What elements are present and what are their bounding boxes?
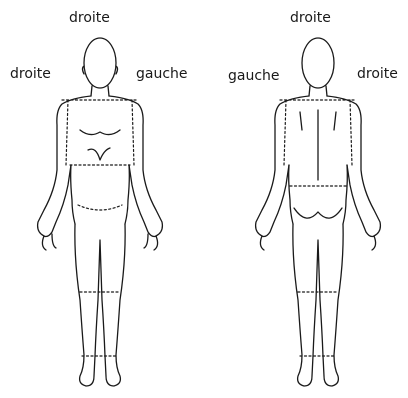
back-top-label: droite: [290, 10, 331, 26]
back-buttocks: [294, 208, 342, 218]
front-left-label: droite: [10, 66, 51, 82]
back-left-arm-line: [284, 100, 286, 165]
back-head: [302, 38, 334, 88]
back-left-label: gauche: [228, 68, 280, 84]
front-right-label: gauche: [136, 66, 188, 82]
back-right-arm-line: [350, 100, 352, 165]
back-right-hand: [372, 236, 376, 250]
back-left-hand: [260, 236, 264, 250]
back-right-label: droite: [357, 66, 398, 82]
back-legs: [293, 224, 343, 386]
front-top-label: droite: [69, 10, 110, 26]
